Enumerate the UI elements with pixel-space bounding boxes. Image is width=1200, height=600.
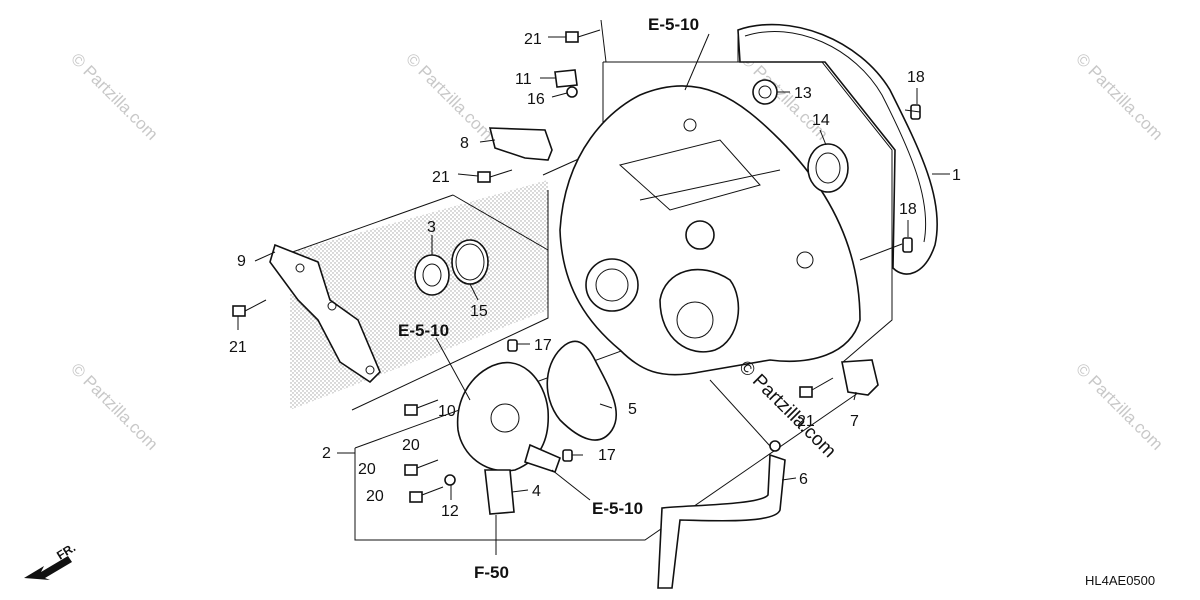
pump-outlet-neck [524, 443, 562, 474]
bracket-8 [488, 127, 553, 161]
callout-2: 2 [322, 445, 331, 462]
front-label: FR. [54, 540, 78, 562]
callout-16: 16 [527, 91, 545, 108]
seal-part-3 [414, 254, 450, 296]
plate-hole [327, 301, 337, 311]
boundary-line [269, 194, 454, 261]
oil-seal-14 [807, 143, 849, 193]
diagram-code: HL4AE0500 [1085, 573, 1155, 588]
cover-boss [685, 220, 715, 250]
small-boss [683, 118, 697, 132]
case-cover-rib [618, 139, 761, 211]
boundary-line [452, 194, 549, 251]
callout-21a: 21 [524, 31, 542, 48]
gasket-part [737, 23, 939, 275]
o-ring-15 [451, 239, 489, 285]
callout-3: 3 [427, 219, 436, 236]
reference-labels: E-5-10 E-5-10 E-5-10 F-50 [398, 15, 699, 582]
callout-14: 14 [812, 112, 830, 129]
plate-hole [365, 365, 375, 375]
bolt-21 [799, 377, 834, 398]
callout-1: 1 [952, 167, 961, 184]
plug-11 [554, 69, 578, 88]
watermark-text: © Partzilla.com [67, 359, 161, 453]
callout-21c: 21 [229, 339, 247, 356]
watermark-text: © Partzilla.com [1072, 49, 1166, 143]
guide-plate-9 [269, 243, 381, 384]
boundary-line [351, 190, 549, 411]
impeller-outline [676, 301, 714, 339]
callout-15: 15 [470, 303, 488, 320]
oil-seal-13 [752, 79, 778, 105]
pump-cover-boss [490, 403, 520, 433]
dowel-17 [507, 339, 518, 352]
front-direction-indicator: FR. [24, 540, 78, 580]
callout-8: 8 [460, 135, 469, 152]
watermark-text: © Partzilla.com [67, 49, 161, 143]
callout-9: 9 [237, 253, 246, 270]
callout-10: 10 [438, 403, 456, 420]
dowel-pin-18 [902, 237, 913, 253]
case-cover-rib [639, 169, 781, 201]
bolt-21 [477, 169, 513, 183]
pump-housing-boss [659, 268, 740, 353]
callout-labels: 1 2 3 4 5 6 7 8 9 10 11 12 13 14 15 16 1… [229, 31, 961, 520]
hose-stub-4 [484, 469, 515, 515]
callout-20a: 20 [402, 437, 420, 454]
bolt-20 [404, 399, 439, 416]
callout-13: 13 [794, 85, 812, 102]
washer-16 [566, 86, 578, 98]
callout-11: 11 [515, 71, 532, 88]
boundary-line [600, 19, 607, 63]
pump-gasket-5 [546, 340, 617, 441]
reference-e-5-10-top: E-5-10 [648, 15, 699, 34]
reference-e-5-10-left: E-5-10 [398, 321, 449, 340]
washer-6 [769, 440, 781, 452]
bolt-21 [565, 29, 601, 43]
callout-17b: 17 [598, 447, 616, 464]
boundary-line [354, 392, 859, 541]
case-cover-assembly [559, 85, 861, 376]
washer-12 [444, 474, 456, 486]
front-arrow-icon [24, 556, 72, 580]
callout-20b: 20 [358, 461, 376, 478]
leader-lines [237, 33, 950, 555]
reference-e-5-10-bottom: E-5-10 [592, 499, 643, 518]
watermark-text: © Partzilla.com [1072, 359, 1166, 453]
hose-6 [657, 453, 786, 589]
watermark-text: © Partzilla.com [402, 49, 496, 143]
callout-21d: 21 [797, 413, 815, 430]
callout-5: 5 [628, 401, 637, 418]
callout-6: 6 [799, 471, 808, 488]
bolt-21 [232, 299, 267, 317]
bearing-boss [585, 258, 639, 312]
bolt-20 [404, 459, 439, 476]
callout-7: 7 [850, 413, 859, 430]
bolt-20 [409, 486, 444, 503]
callout-4: 4 [532, 483, 541, 500]
callout-17a: 17 [534, 337, 552, 354]
watermark-text-dark: © Partzilla.com [734, 357, 839, 462]
bearing-boss-inner [595, 268, 629, 302]
callout-18b: 18 [899, 201, 917, 218]
callout-18a: 18 [907, 69, 925, 86]
small-boss [796, 251, 814, 269]
reference-f-50: F-50 [474, 563, 509, 582]
callout-20c: 20 [366, 488, 384, 505]
bracket-7 [841, 359, 879, 396]
gasket-inner-edge [744, 31, 927, 243]
callout-21b: 21 [432, 169, 450, 186]
dowel-17 [562, 449, 573, 462]
callout-12: 12 [441, 503, 459, 520]
plate-hole [295, 263, 305, 273]
water-pump-cover-10 [456, 361, 550, 472]
